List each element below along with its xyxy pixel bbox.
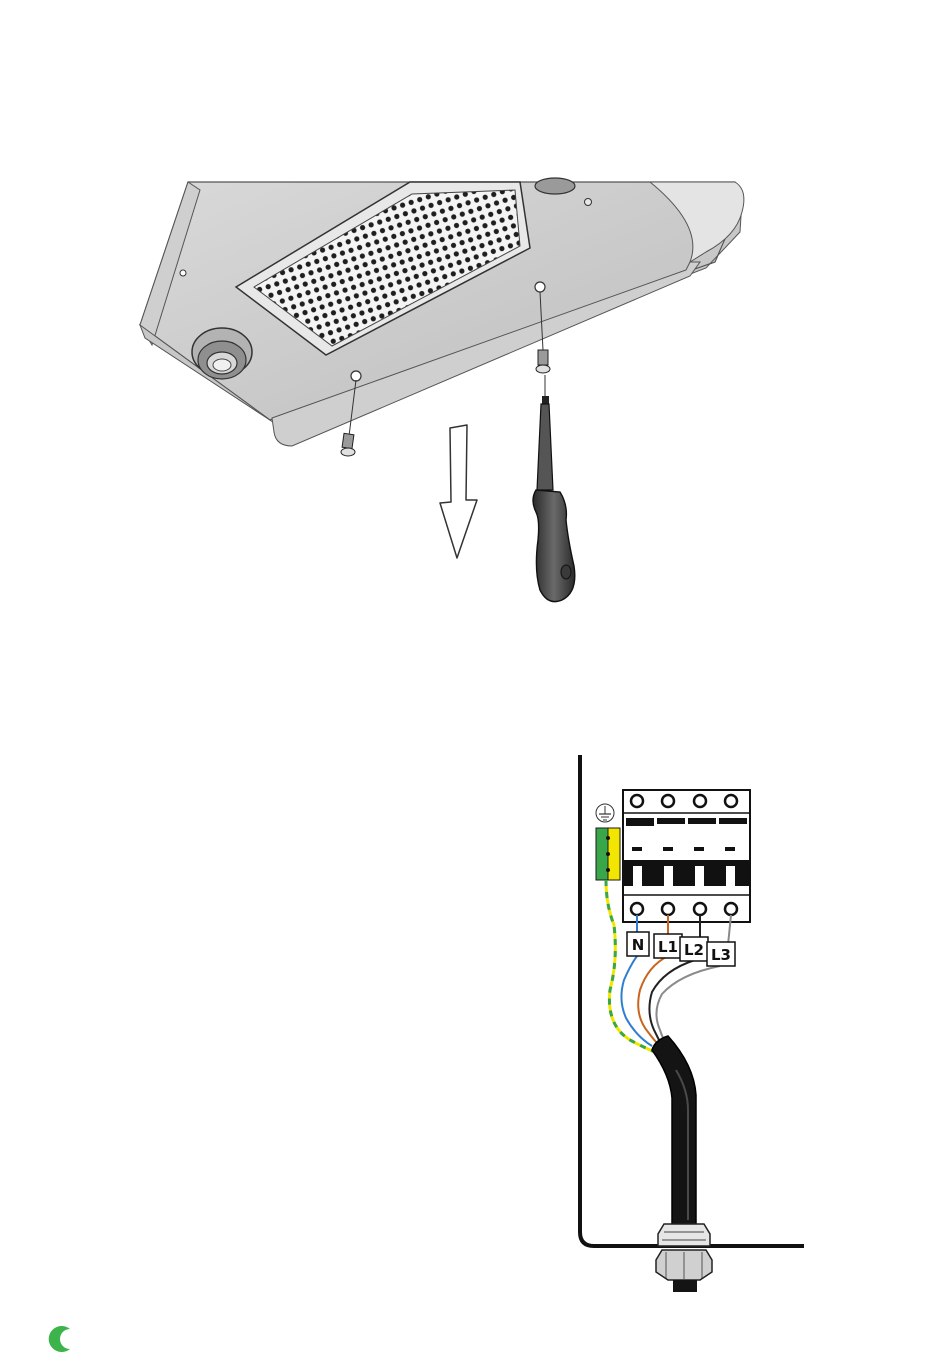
terminal-label-l1: L1	[654, 934, 682, 958]
svg-text:L3: L3	[711, 946, 731, 964]
svg-text:N: N	[632, 936, 645, 954]
l2-wire	[649, 915, 700, 1042]
breaker-bottom-screws	[631, 903, 737, 915]
brand-logo-icon	[44, 1323, 76, 1355]
cable-jacket	[652, 1036, 696, 1225]
screwdriver-icon	[533, 375, 575, 602]
breaker-top-screws	[631, 795, 737, 807]
breaker	[623, 790, 750, 922]
terminal-label-l3: L3	[707, 942, 735, 966]
arrow-down-icon	[440, 425, 477, 558]
svg-text:L2: L2	[684, 941, 704, 959]
wires	[606, 880, 731, 1052]
screw-hole-left	[351, 371, 361, 381]
terminal-label-n: N	[627, 932, 649, 956]
terminal-label-l2: L2	[680, 937, 708, 961]
cable-gland-bottom	[656, 1224, 712, 1292]
l3-wire	[656, 915, 731, 1040]
enclosure-wall	[580, 755, 804, 1246]
l1-wire	[638, 915, 668, 1044]
neutral-wire	[621, 915, 652, 1046]
cover-removal-illustration	[0, 0, 950, 640]
earth-wire	[606, 880, 655, 1052]
screw-hole-right	[535, 282, 545, 292]
svg-text:L1: L1	[658, 938, 678, 956]
